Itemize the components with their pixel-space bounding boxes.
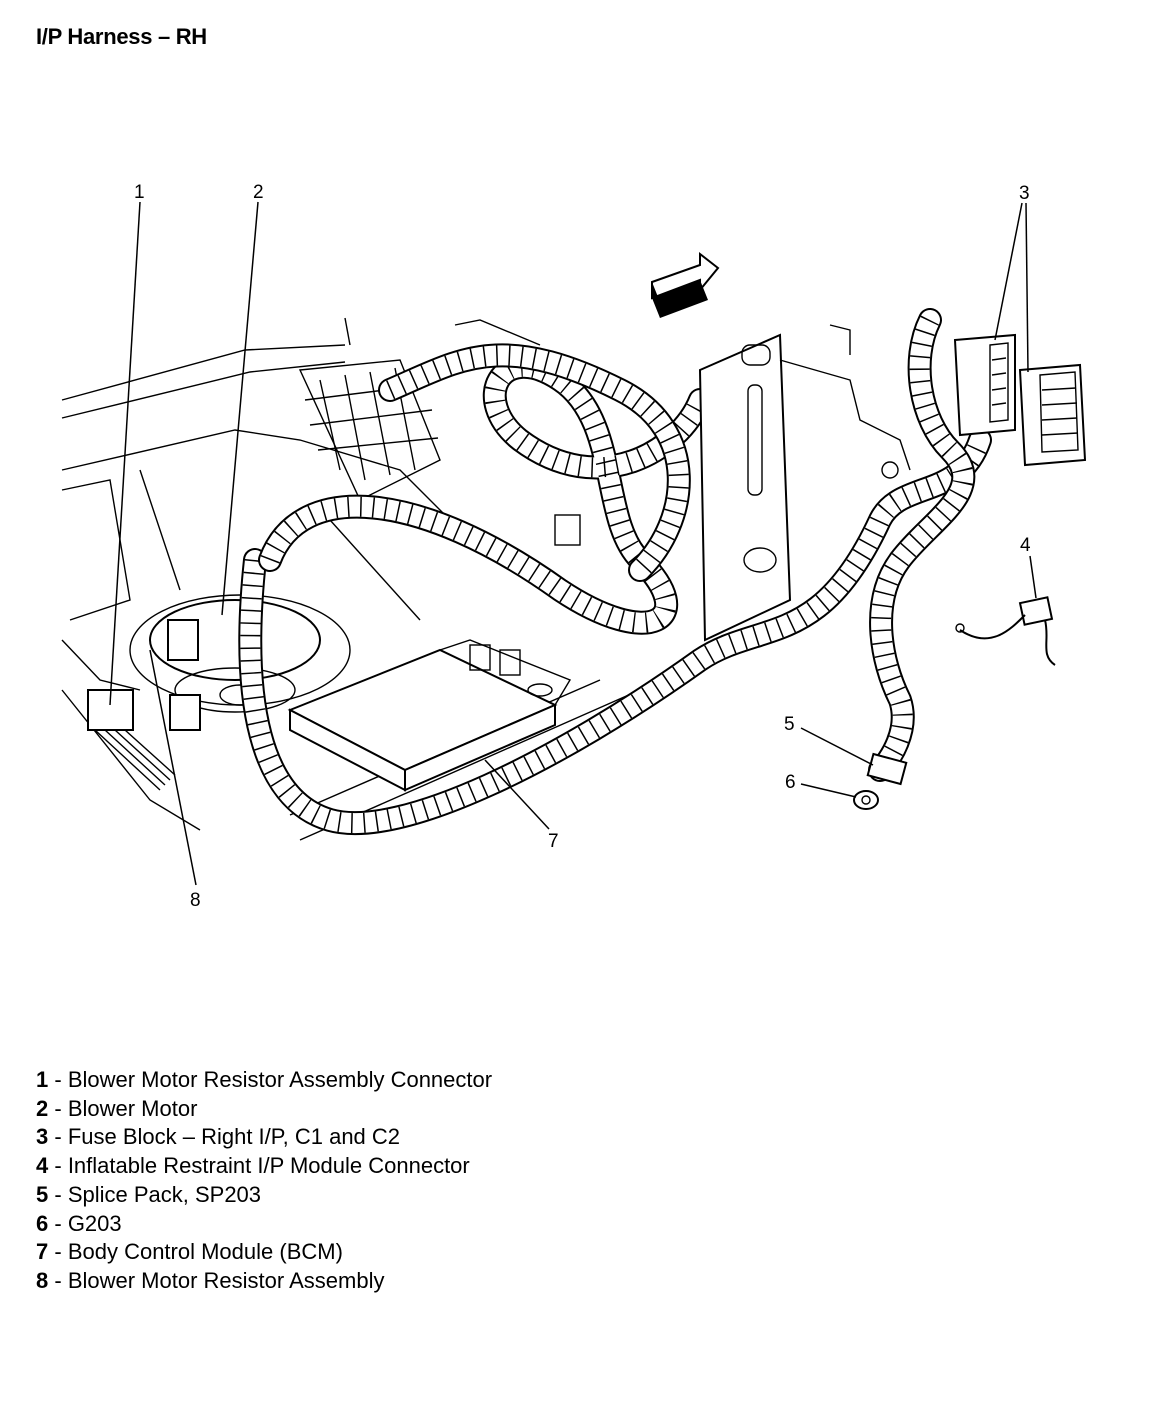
callout-4: 4 [1020, 535, 1031, 556]
legend-item: 6 - G203 [36, 1210, 122, 1236]
airbag-connector [955, 596, 1056, 666]
leader-lines [109, 201, 1037, 886]
legend-item: 8 - Blower Motor Resistor Assembly [36, 1267, 385, 1293]
callout-5: 5 [784, 714, 795, 735]
splice-pack-sp203 [866, 752, 908, 786]
main-harness [238, 308, 992, 836]
callout-1: 1 [134, 182, 145, 203]
ground-g203 [853, 790, 879, 810]
fuse-block [953, 333, 1087, 467]
callout-3: 3 [1019, 183, 1030, 204]
legend-item: 4 - Inflatable Restraint I/P Module Conn… [36, 1153, 470, 1179]
legend-item: 2 - Blower Motor [36, 1095, 198, 1121]
resistor-assembly [87, 689, 201, 791]
direction-arrow-icon [651, 251, 720, 318]
callout-2: 2 [253, 182, 264, 203]
component-legend: 1 - Blower Motor Resistor Assembly Conne… [36, 1066, 492, 1296]
legend-item: 3 - Fuse Block – Right I/P, C1 and C2 [36, 1124, 401, 1150]
diagram-title: I/P Harness – RH [36, 24, 207, 49]
callout-7: 7 [548, 831, 559, 852]
harness-diagram: 1 2 3 4 5 6 7 8 [61, 182, 1087, 911]
callout-6: 6 [785, 772, 796, 793]
legend-item: 1 - Blower Motor Resistor Assembly Conne… [36, 1067, 493, 1092]
mounting-bracket [454, 319, 911, 642]
callout-8: 8 [190, 890, 201, 911]
bcm-module [287, 639, 572, 792]
legend-item: 5 - Splice Pack, SP203 [36, 1181, 262, 1207]
legend-item: 7 - Body Control Module (BCM) [36, 1239, 343, 1265]
blower-motor [129, 594, 351, 713]
